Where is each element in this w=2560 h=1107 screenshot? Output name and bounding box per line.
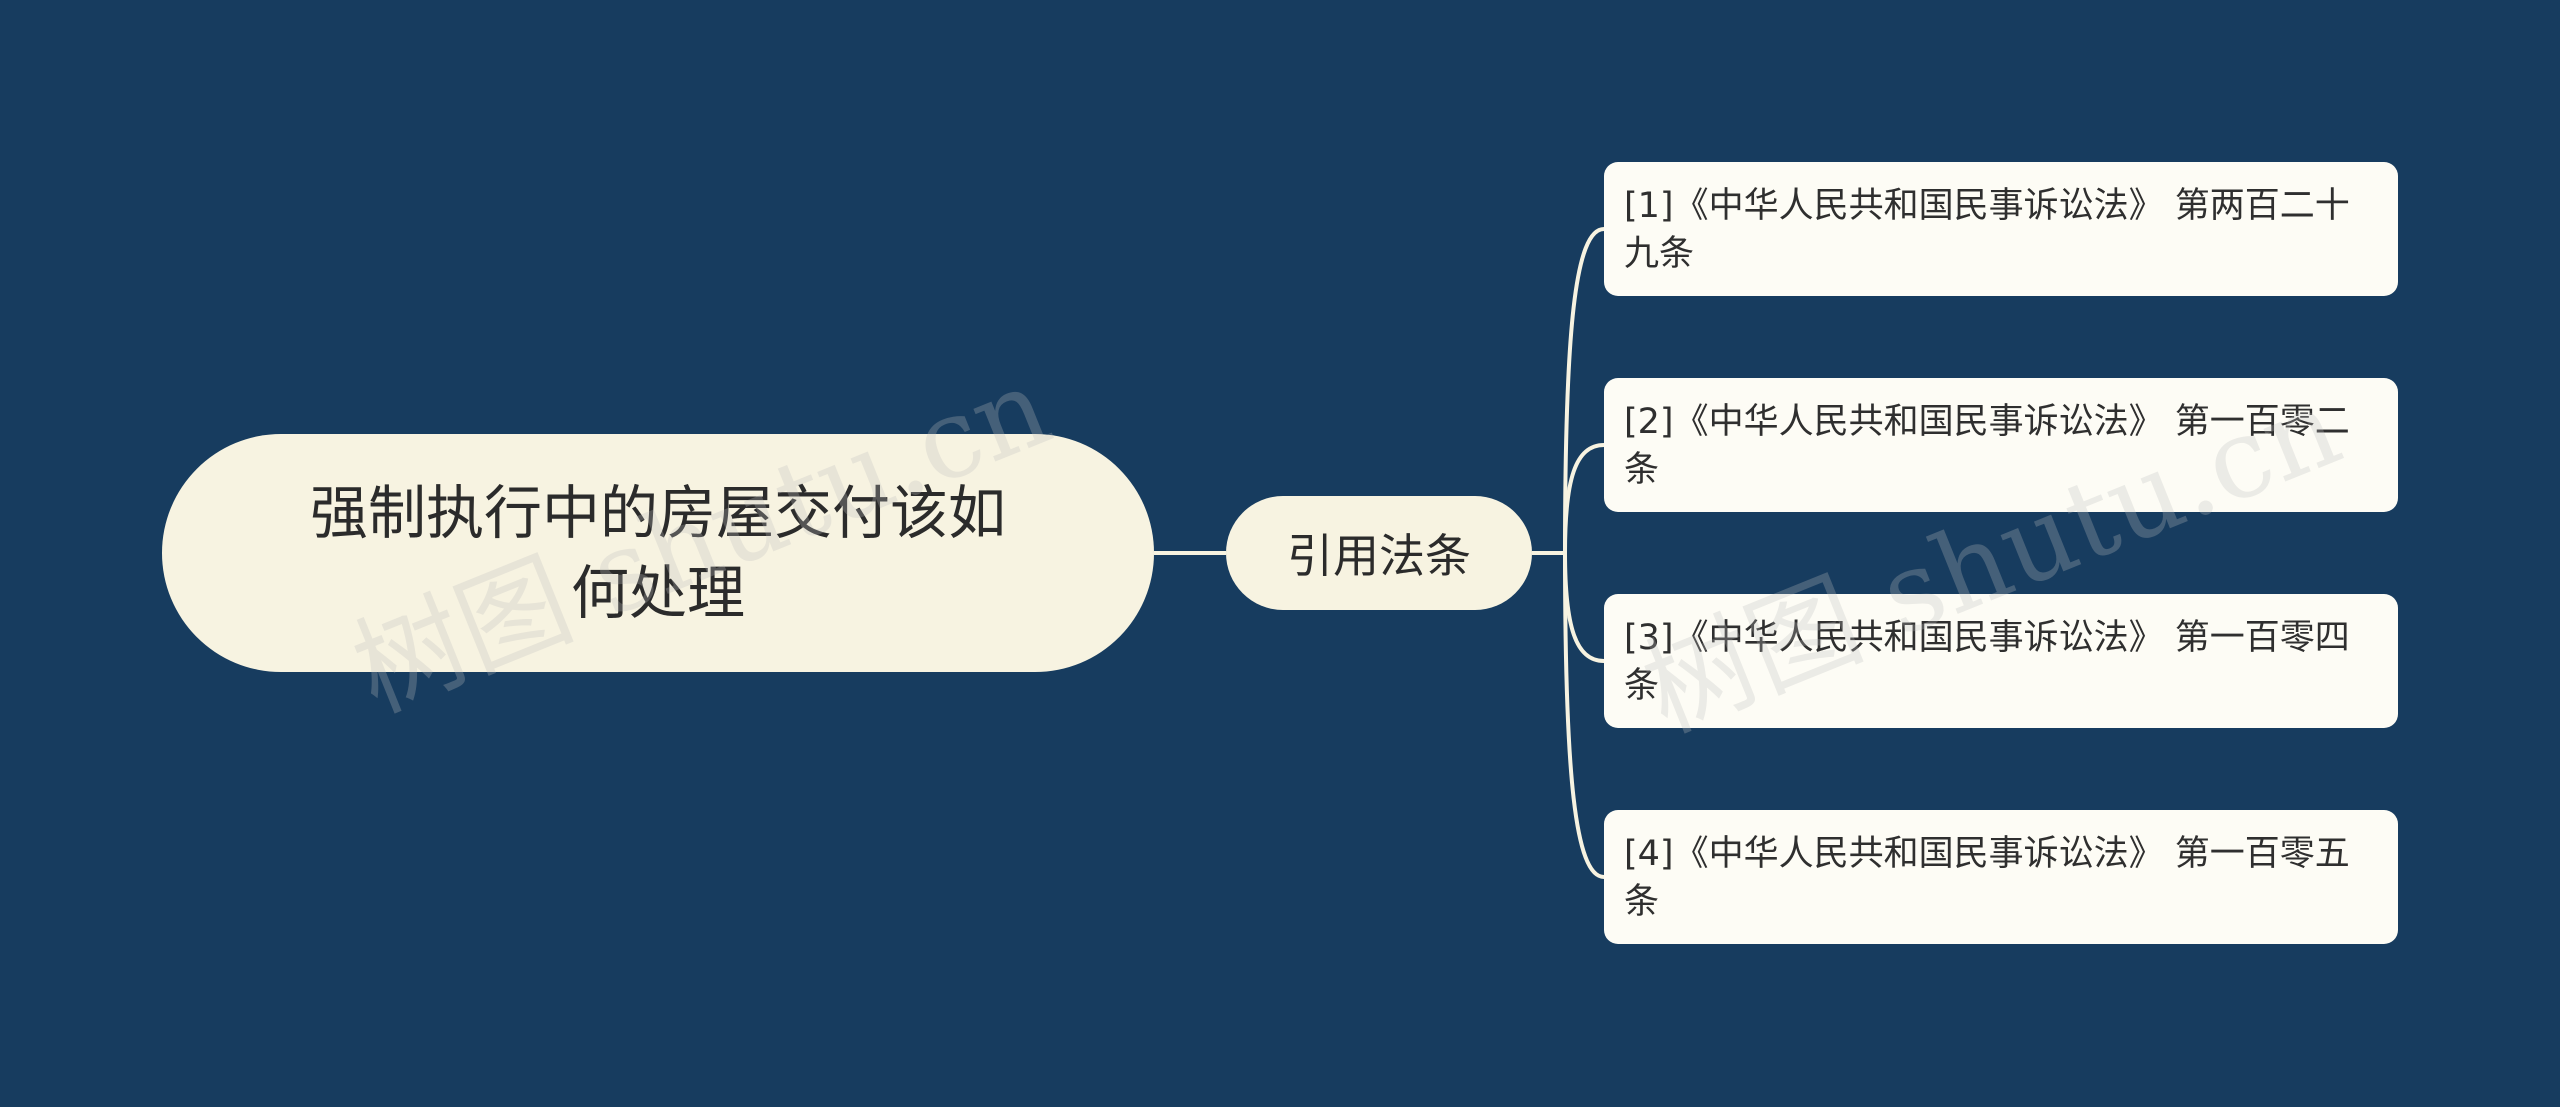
- leaf-topic-node-2[interactable]: [2]《中华人民共和国民事诉讼法》 第一百零二条: [1604, 378, 2398, 512]
- leaf-4-connector: [1563, 552, 1605, 879]
- leaf-2-connector: [1563, 443, 1605, 554]
- root-topic-node[interactable]: 强制执行中的房屋交付该如何处理: [162, 434, 1154, 672]
- leaf-topic-label: [1]《中华人民共和国民事诉讼法》 第两百二十九条: [1624, 186, 2350, 274]
- leaf-3-connector: [1563, 552, 1605, 663]
- leaf-topic-label: [2]《中华人民共和国民事诉讼法》 第一百零二条: [1624, 402, 2350, 490]
- leaf-topic-label: [3]《中华人民共和国民事诉讼法》 第一百零四条: [1624, 618, 2350, 706]
- leaf-topic-node-1[interactable]: [1]《中华人民共和国民事诉讼法》 第两百二十九条: [1604, 162, 2398, 296]
- leaf-topic-label: [4]《中华人民共和国民事诉讼法》 第一百零五条: [1624, 834, 2350, 922]
- branch-topic-node[interactable]: 引用法条: [1226, 496, 1532, 610]
- root-topic-label: 强制执行中的房屋交付该如何处理: [309, 479, 1006, 627]
- leaf-1-connector: [1563, 227, 1605, 554]
- branch-topic-label: 引用法条: [1287, 529, 1471, 583]
- leaf-topic-node-4[interactable]: [4]《中华人民共和国民事诉讼法》 第一百零五条: [1604, 810, 2398, 944]
- leaf-topic-node-3[interactable]: [3]《中华人民共和国民事诉讼法》 第一百零四条: [1604, 594, 2398, 728]
